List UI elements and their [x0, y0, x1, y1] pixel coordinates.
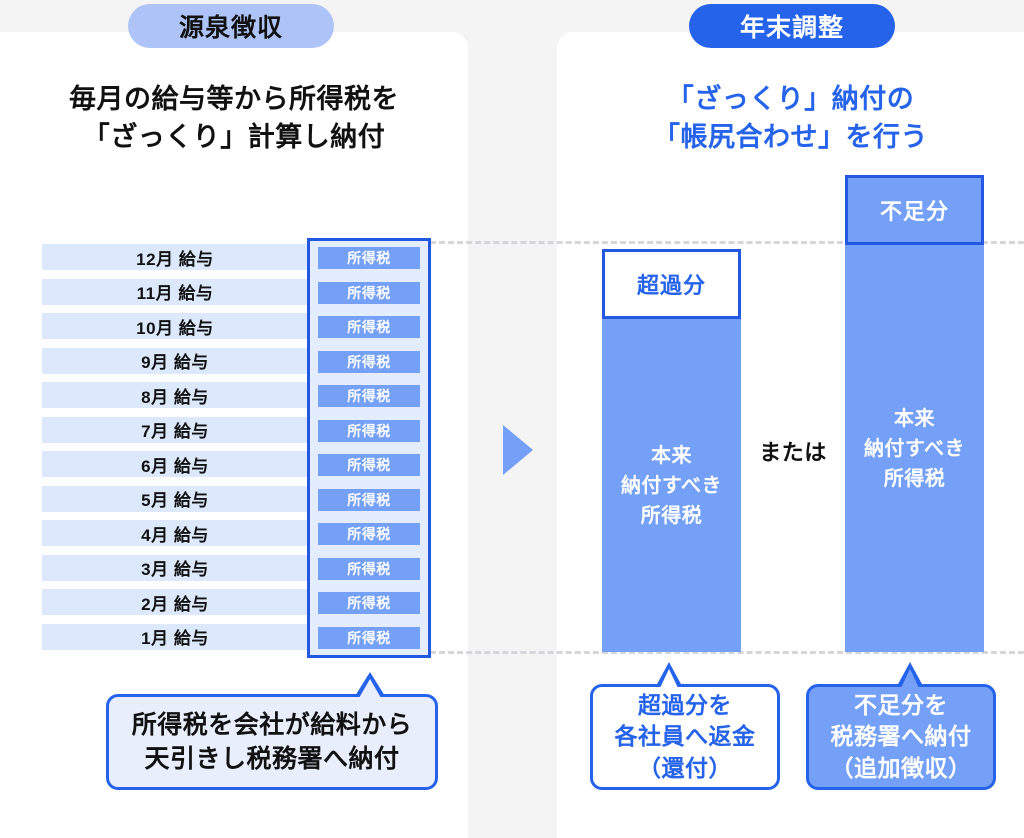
callout-tail-fill-icon: [359, 679, 381, 698]
income-tax-chip: 所得税: [318, 419, 420, 442]
list-item: 2月 給与: [42, 589, 308, 615]
excess-bar: 超過分 本来 納付すべき 所得税: [602, 249, 741, 652]
list-item: 8月 給与: [42, 382, 308, 408]
dashed-guide-line-top: [430, 241, 1024, 244]
year-end-adjustment-heading: 「ざっくり」納付の 「帳尻合わせ」を行う: [653, 84, 928, 153]
income-tax-chip: 所得税: [318, 523, 420, 545]
list-item: 10月 給与: [42, 313, 308, 339]
dashed-guide-line-bottom: [430, 651, 1024, 654]
proper-income-tax-body: 本来 納付すべき 所得税: [845, 245, 984, 652]
list-item: 5月 給与: [42, 485, 308, 512]
list-item: 7月 給与: [42, 416, 308, 443]
list-item: 9月 給与: [42, 347, 308, 374]
income-tax-chip: 所得税: [318, 592, 420, 614]
income-tax-chip: 所得税: [318, 350, 420, 373]
triangle-right-icon: [503, 425, 533, 475]
additional-collection-callout: 不足分を 税務署へ納付 （追加徴収）: [806, 684, 996, 790]
list-item: 6月 給与: [42, 451, 308, 477]
income-tax-chip: 所得税: [318, 488, 420, 511]
proper-income-tax-body: 本来 納付すべき 所得税: [602, 319, 741, 652]
list-item: 3月 給与: [42, 554, 308, 581]
income-tax-chip: 所得税: [318, 385, 420, 407]
refund-callout: 超過分を 各社員へ返金 （還付）: [590, 684, 780, 790]
excess-amount-cap: 超過分: [602, 249, 741, 319]
income-tax-column: 所得税 所得税 所得税 所得税 所得税 所得税 所得税 所得税 所得税 所得税 …: [307, 238, 431, 658]
list-item: 12月 給与: [42, 244, 308, 270]
badge-year-end-adjustment: 年末調整: [689, 4, 895, 48]
list-item: 11月 給与: [42, 278, 308, 305]
list-item: 1月 給与: [42, 623, 308, 650]
income-tax-chip: 所得税: [318, 557, 420, 580]
monthly-salary-list: 12月 給与 11月 給与 10月 給与 9月 給与 8月 給与 7月 給与 6…: [42, 244, 308, 658]
shortage-bar: 不足分 本来 納付すべき 所得税: [845, 175, 984, 652]
income-tax-chip: 所得税: [318, 626, 420, 649]
shortage-amount-cap: 不足分: [845, 175, 984, 245]
income-tax-chip: 所得税: [318, 454, 420, 476]
withholding-callout: 所得税を会社が給料から 天引きし税務署へ納付: [106, 694, 438, 790]
callout-tail-fill-icon: [901, 669, 919, 688]
income-tax-chip: 所得税: [318, 247, 420, 269]
income-tax-chip: 所得税: [318, 281, 420, 304]
income-tax-chip: 所得税: [318, 316, 420, 338]
or-separator-label: または: [759, 440, 827, 465]
callout-tail-fill-icon: [660, 669, 678, 688]
withholding-heading: 毎月の給与等から所得税を 「ざっくり」計算し納付: [69, 84, 399, 153]
list-item: 4月 給与: [42, 520, 308, 546]
badge-withholding: 源泉徴収: [128, 4, 334, 48]
